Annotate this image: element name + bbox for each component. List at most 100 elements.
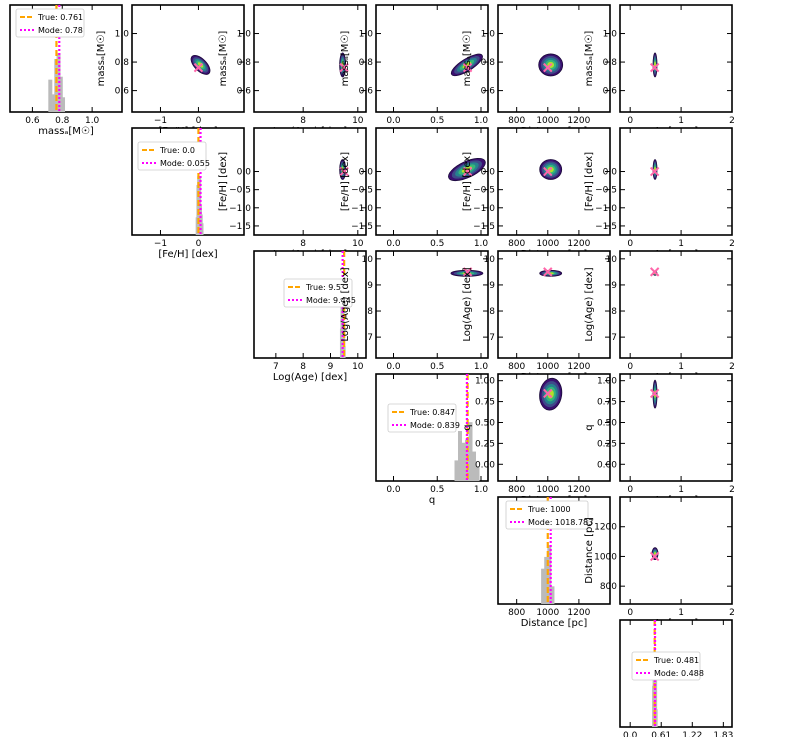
y-tick-label: 0.75 — [597, 398, 617, 408]
y-tick-label: −1.5 — [473, 222, 495, 232]
x-tick-label: 0.5 — [430, 362, 444, 372]
x-tick-label: 800 — [508, 239, 525, 249]
y-tick-label: 800 — [600, 582, 617, 592]
posterior-contour — [462, 61, 472, 68]
x-tick-label: 1000 — [536, 239, 559, 249]
x-tick-label: 1000 — [536, 485, 559, 495]
x-tick-label: 10 — [352, 362, 364, 372]
x-tick-label: 10 — [352, 239, 364, 249]
y-tick-label: 8 — [367, 307, 373, 317]
y-tick-label: 10 — [362, 255, 374, 265]
panel-frame — [253, 4, 367, 113]
x-tick-label: 2 — [729, 116, 735, 126]
y-tick-label: −1.0 — [351, 204, 373, 214]
x-tick-label: 0 — [627, 485, 633, 495]
y-tick-label: 9 — [611, 281, 617, 291]
y-tick-label: 0.25 — [597, 439, 617, 449]
x-tick-label: −1 — [154, 116, 167, 126]
y-tick-label: −1.0 — [595, 204, 617, 214]
truth-marker — [543, 267, 553, 277]
x-tick-label: 1200 — [567, 362, 590, 372]
x-axis-label: Distance [pc] — [521, 618, 588, 629]
y-tick-label: 7 — [367, 333, 373, 343]
x-tick-label: 7 — [273, 362, 279, 372]
y-axis-label: massₐ[M☉] — [584, 31, 595, 87]
y-tick-label: 0.6 — [237, 87, 252, 97]
x-tick-label: 800 — [508, 362, 525, 372]
x-tick-label: 1 — [678, 362, 684, 372]
x-tick-label: 0.5 — [430, 485, 444, 495]
truth-marker — [193, 62, 204, 73]
x-axis-label: Log(Age) [dex] — [273, 372, 347, 383]
y-axis-label: [Fe/H] [dex] — [340, 152, 351, 211]
panel-frame — [497, 250, 611, 359]
truth-marker — [339, 62, 349, 73]
x-tick-label: 9 — [328, 362, 334, 372]
y-tick-label: −1.5 — [229, 222, 251, 232]
x-tick-label: 0.5 — [430, 116, 444, 126]
hist-bar — [544, 556, 549, 604]
y-axis-label: [Fe/H] [dex] — [584, 152, 595, 211]
y-tick-label: 10 — [606, 255, 618, 265]
y-tick-label: 1200 — [594, 523, 617, 533]
hist-bar — [61, 97, 66, 112]
y-tick-label: 9 — [489, 281, 495, 291]
y-tick-label: 1.0 — [115, 30, 130, 40]
x-tick-label: 1.0 — [474, 239, 489, 249]
x-tick-label: 1 — [678, 116, 684, 126]
hist-bar — [468, 422, 473, 481]
hist-bar — [472, 451, 476, 481]
y-tick-label: 0.25 — [475, 439, 495, 449]
y-tick-label: 0.6 — [481, 87, 496, 97]
x-tick-label: 1000 — [536, 116, 559, 126]
y-tick-label: 7 — [489, 333, 495, 343]
legend-true-label: True: 0.847 — [409, 408, 455, 417]
hist-bar — [653, 709, 658, 727]
y-tick-label: 8 — [611, 307, 617, 317]
y-tick-label: 7 — [611, 333, 617, 343]
x-tick-label: 1 — [678, 485, 684, 495]
x-tick-label: 1 — [678, 608, 684, 618]
x-tick-label: 1200 — [567, 116, 590, 126]
y-tick-label: 0.0 — [237, 168, 252, 178]
y-tick-label: 0.0 — [603, 168, 618, 178]
panel-age-q: 0.00.51.0q78910Log(Age) [dex] — [340, 250, 489, 383]
x-tick-label: 1.0 — [85, 116, 100, 126]
panel-frame — [497, 127, 611, 236]
legend-true-label: True: 9.5 — [305, 283, 341, 292]
legend-mode-label: Mode: 0.839 — [410, 421, 460, 430]
truth-marker — [339, 166, 349, 177]
x-tick-label: 2 — [729, 608, 735, 618]
hist-bar — [458, 430, 462, 481]
x-tick-label: 1200 — [567, 485, 590, 495]
y-tick-label: 1.0 — [481, 30, 496, 40]
y-axis-label: Log(Age) [dex] — [462, 267, 473, 341]
panel-frame — [619, 127, 733, 236]
hist-bar — [48, 79, 53, 112]
truth-marker — [543, 166, 553, 177]
truth-marker — [462, 166, 473, 177]
panel-av-av: 0.00.611.221.83Aᵥ [mag]True: 0.481Mode: … — [619, 619, 733, 737]
hist-bar — [52, 94, 57, 112]
x-tick-label: 0 — [627, 239, 633, 249]
x-tick-label: 1.0 — [474, 116, 489, 126]
y-axis-label: Log(Age) [dex] — [340, 267, 351, 341]
legend-true-label: True: 0.761 — [37, 13, 83, 22]
y-axis-label: q — [584, 424, 595, 430]
panel-frame — [619, 373, 733, 482]
x-tick-label: 0.0 — [386, 362, 401, 372]
y-tick-label: 0.8 — [115, 58, 130, 68]
x-tick-label: 10 — [352, 116, 364, 126]
hist-bar — [550, 586, 555, 604]
y-tick-label: 8 — [489, 307, 495, 317]
x-tick-label: 1 — [678, 239, 684, 249]
x-tick-label: 1200 — [567, 608, 590, 618]
x-tick-label: 1200 — [567, 239, 590, 249]
y-tick-label: −1.5 — [351, 222, 373, 232]
